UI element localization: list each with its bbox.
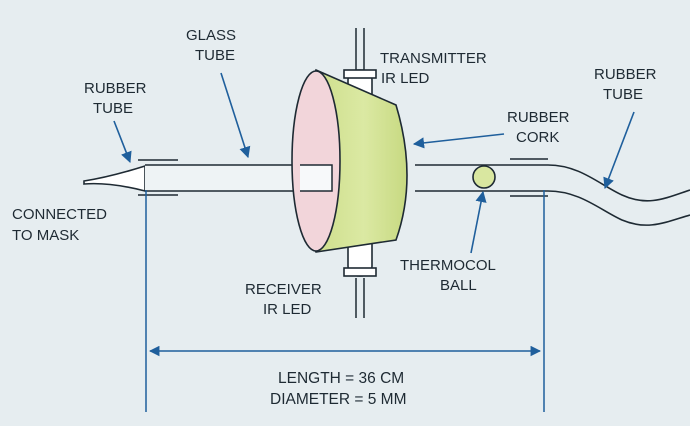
label-rubber-cork: RUBBER CORK [507,109,574,146]
label-glass-tube: GLASS TUBE [186,27,240,64]
rubber-tube-right [510,158,690,226]
label-rubber-tube-right: RUBBER TUBE [594,66,661,103]
pointer-arrows [113,72,635,254]
cork-front-face [291,70,341,252]
rubber-cork [291,68,408,253]
label-thermocol-ball: THERMOCOL BALL [400,257,499,294]
dimension-text: LENGTH = 36 CM DIAMETER = 5 MM [270,370,409,408]
label-transmitter: TRANSMITTER IR LED [380,50,491,87]
length-dimension [145,190,545,412]
label-rubber-tube-left: RUBBER TUBE [84,80,151,117]
label-receiver: RECEIVER IR LED [245,281,326,318]
label-connected-to-mask: CONNECTED TO MASK [12,206,111,244]
thermocol-ball [472,165,496,189]
